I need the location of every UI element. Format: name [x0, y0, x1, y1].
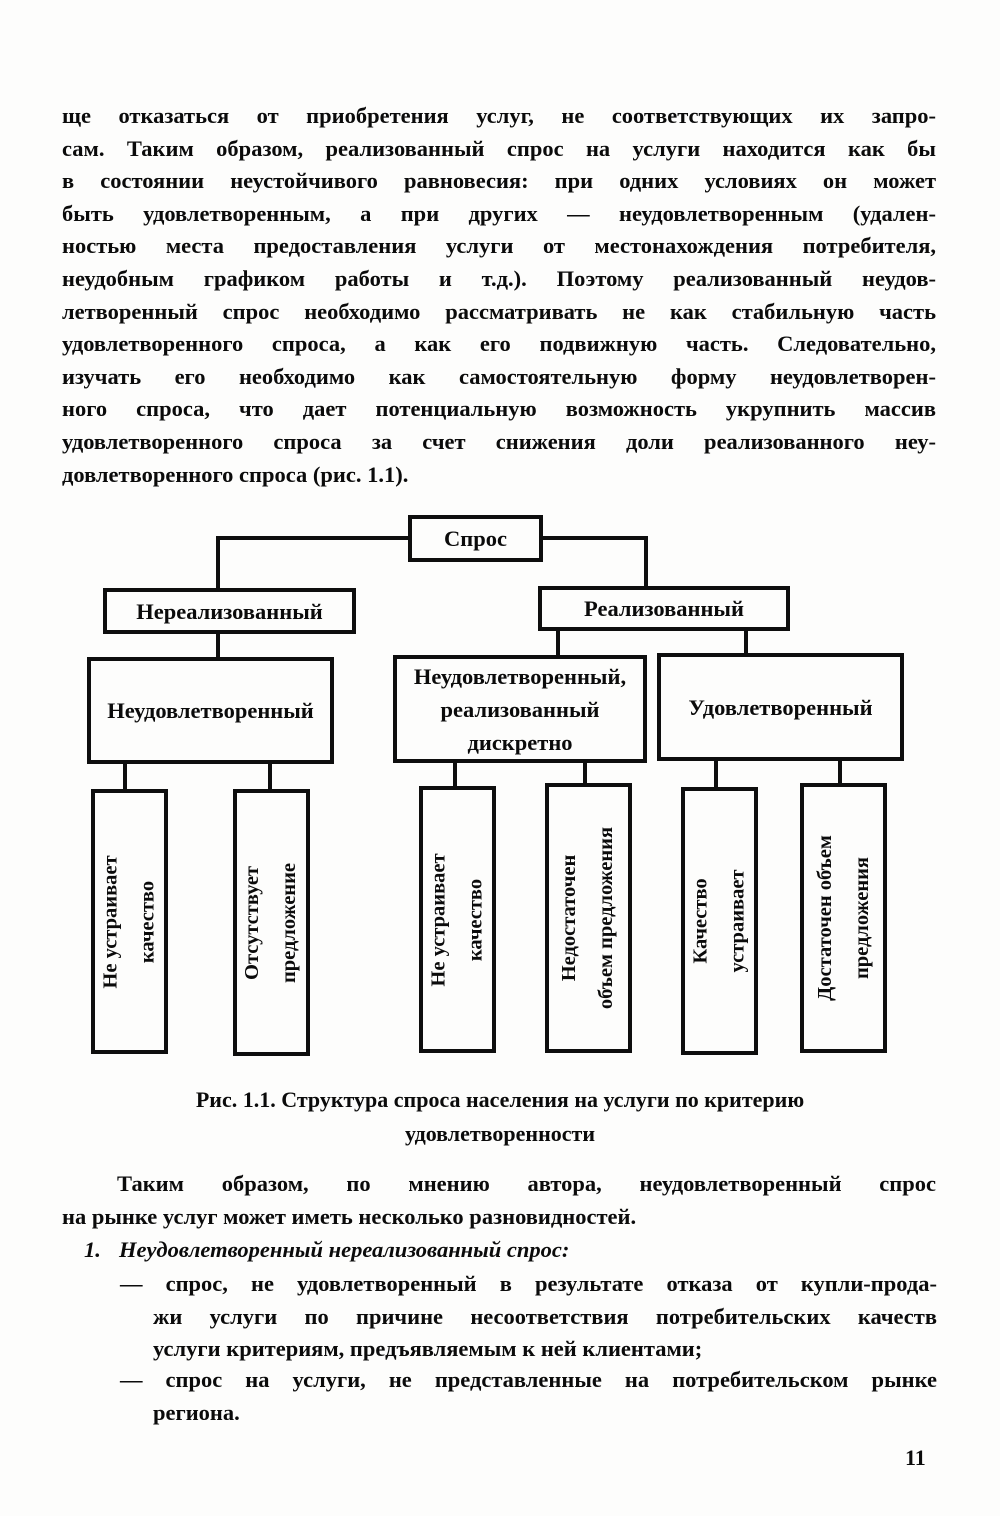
node-label: Удовлетворенный — [688, 694, 873, 720]
text-line: ного спроса, что дает потенциальную возм… — [62, 396, 936, 422]
leaf-label: Отсутствует предложение — [241, 862, 301, 983]
connector-line — [644, 536, 648, 586]
list-subitem-1: — спрос, не удовлетворенный в результате… — [120, 1268, 937, 1366]
list-title-text: Неудовлетворенный нереализованный спрос: — [119, 1237, 570, 1262]
paragraph-bottom: Таким образом, по мнению автора, неудовл… — [62, 1168, 936, 1233]
text-line: жи услуги по причине несоответствия потр… — [153, 1303, 937, 1329]
text-line: летворенный спрос необходимо рассматрива… — [62, 298, 936, 324]
leaf-quality-not-suitable-2: Не устраивает качество — [419, 786, 496, 1053]
connector-line — [714, 759, 718, 789]
node-unrealized: Нереализованный — [103, 588, 356, 634]
text-line: удовлетворенного спроса, а как его подви… — [62, 331, 936, 357]
leaf-no-supply: Отсутствует предложение — [233, 789, 310, 1056]
text-line: Таким образом, по мнению автора, неудовл… — [117, 1171, 936, 1196]
node-unsatisfied: Неудовлетворенный — [87, 657, 334, 764]
connector-line — [123, 763, 127, 791]
leaf-label: Достаточен объем предложения — [813, 835, 873, 1001]
connector-line — [744, 630, 748, 655]
connector-line — [556, 630, 560, 657]
leaf-label: Качество устраивает — [689, 869, 749, 973]
node-satisfied: Удовлетворенный — [657, 653, 904, 761]
node-unsatisfied-realized-discrete: Неудовлетворенный, реализованный дискрет… — [393, 655, 647, 763]
connector-line — [216, 633, 220, 659]
text-line: довлетворенного спроса (рис. 1.1). — [62, 461, 409, 487]
leaf-quality-suitable: Качество устраивает — [681, 787, 758, 1055]
text-line: региона. — [153, 1399, 240, 1425]
list-subitem-2: — спрос на услуги, не представленные на … — [120, 1364, 937, 1429]
node-label-line: реализованный — [440, 696, 600, 722]
text-line: — спрос на услуги, не представленные на … — [120, 1367, 937, 1392]
leaf-quality-not-suitable-1: Не устраивает качество — [91, 789, 168, 1054]
page-number: 11 — [905, 1445, 926, 1470]
leaf-label: Недостаточен объем предложения — [558, 826, 618, 1010]
connector-line — [838, 759, 842, 785]
connector-line — [216, 536, 408, 540]
list-item-1-title: 1. Неудовлетворенный нереализованный спр… — [84, 1237, 569, 1263]
leaf-label: Не устраивает качество — [427, 852, 487, 987]
node-demand: Спрос — [408, 515, 543, 562]
node-label: Нереализованный — [136, 598, 323, 624]
node-label-line: Неудовлетворенный, — [413, 663, 627, 689]
leaf-sufficient-supply-volume: Достаточен объем предложения — [800, 783, 887, 1053]
text-line: ностью места предоставления услуги от ме… — [62, 233, 936, 259]
connector-line — [216, 536, 220, 588]
node-label-line: дискретно — [467, 729, 573, 755]
text-line: на рынке услуг может иметь несколько раз… — [62, 1203, 637, 1229]
connector-line — [583, 761, 587, 785]
caption-line: Рис. 1.1. Структура спроса населения на … — [195, 1087, 805, 1112]
node-label: Реализованный — [584, 596, 744, 621]
caption-line: удовлетворенности — [404, 1121, 596, 1146]
text-line: ще отказаться от приобретения услуг, не … — [62, 103, 936, 128]
text-line: неудобным графиком работы и т.д.). Поэто… — [62, 265, 936, 291]
text-line: в состоянии неустойчивого равновесия: пр… — [62, 168, 936, 194]
list-number: 1. — [84, 1237, 101, 1262]
text-line: изучать его необходимо как самостоятельн… — [62, 363, 936, 389]
text-line: удовлетворенного спроса за счет снижения… — [62, 428, 936, 454]
text-line: — спрос, не удовлетворенный в результате… — [120, 1271, 937, 1296]
connector-line — [268, 763, 272, 791]
leaf-insufficient-supply-volume: Недостаточен объем предложения — [545, 783, 632, 1053]
text-line: быть удовлетворенным, а при других — неу… — [62, 200, 936, 226]
connector-line — [543, 536, 648, 540]
node-label: Неудовлетворенный — [107, 698, 314, 723]
leaf-label: Не устраивает качество — [99, 854, 159, 989]
figure-caption: Рис. 1.1. Структура спроса населения на … — [62, 1083, 938, 1151]
node-label: Спрос — [444, 526, 507, 551]
text-line: сам. Таким образом, реализованный спрос … — [62, 135, 936, 161]
node-realized: Реализованный — [538, 586, 790, 631]
paragraph-top: ще отказаться от приобретения услуг, не … — [62, 100, 936, 491]
connector-line — [453, 761, 457, 788]
text-line: услуги критериям, предъявляемым к ней кл… — [153, 1336, 703, 1362]
